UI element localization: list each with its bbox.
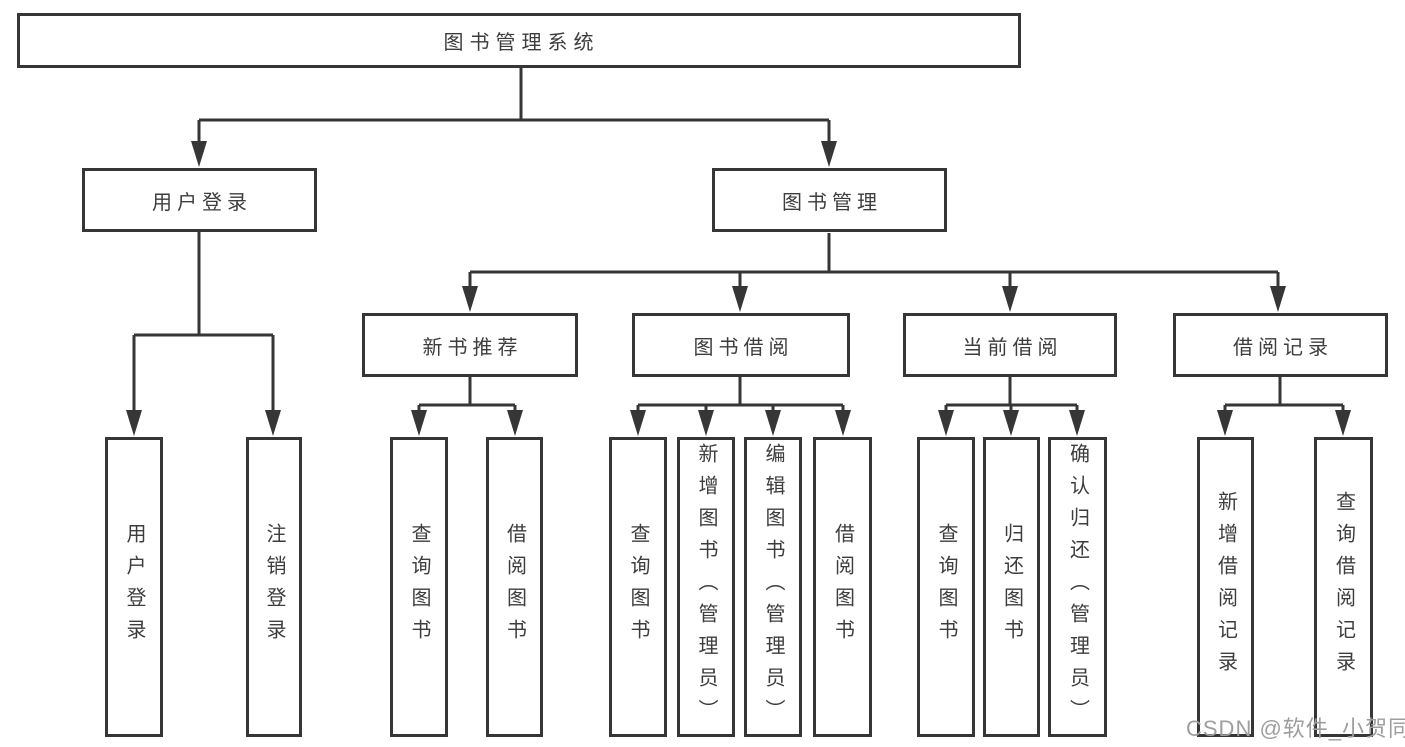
node-label: 新书推荐 [422, 336, 523, 359]
connector-userlogin-to-leaves [132, 232, 275, 414]
arrow-down-icon [462, 286, 478, 312]
node-current-borrowing: 当前借阅 [903, 313, 1117, 377]
leaf-query-books-2: 查询图书 [609, 437, 667, 737]
node-book-borrowing: 图书借阅 [632, 313, 850, 377]
connector-borrowing-to-leaves [636, 377, 845, 414]
node-label: 借阅记录 [1233, 336, 1333, 359]
node-borrowing-records: 借阅记录 [1173, 313, 1388, 377]
leaf-confirm-return-admin: 确认归还（管理员） [1048, 437, 1107, 737]
node-label: 图书管理系统 [443, 32, 600, 54]
node-label: 查询图书 [408, 523, 430, 651]
arrow-down-icon [507, 410, 523, 436]
connector-root-to-level2 [197, 68, 831, 145]
arrow-down-icon [1335, 410, 1351, 436]
arrow-down-icon [938, 410, 954, 436]
connector-newbook-to-leaves [417, 377, 517, 414]
leaf-query-books-3: 查询图书 [917, 437, 975, 737]
arrow-down-icon [411, 410, 427, 436]
arrow-down-icon [1003, 410, 1019, 436]
leaf-edit-books-admin: 编辑图书（管理员） [744, 437, 802, 737]
watermark: CSDN @软件_小贺同学 [1186, 716, 1405, 741]
arrow-down-icon [835, 410, 851, 436]
leaf-borrow-books-2: 借阅图书 [813, 437, 872, 737]
node-label: 查询图书 [935, 523, 957, 651]
leaf-query-books-1: 查询图书 [390, 437, 448, 737]
node-label: 用户登录 [123, 523, 145, 651]
node-label: 编辑图书（管理员） [762, 443, 784, 731]
node-label: 用户登录 [152, 191, 252, 214]
arrow-down-icon [1217, 410, 1233, 436]
node-label: 确认归还（管理员） [1066, 443, 1089, 731]
arrow-down-icon [732, 286, 748, 312]
arrow-down-icon [698, 410, 714, 436]
leaf-add-books-admin: 新增图书（管理员） [677, 437, 735, 737]
node-label: 新增图书（管理员） [695, 443, 717, 731]
node-label: 归还图书 [1000, 523, 1023, 651]
leaf-add-borrow-record: 新增借阅记录 [1197, 437, 1254, 737]
node-label: 注销登录 [263, 523, 285, 651]
connector-current-to-leaves [944, 377, 1079, 414]
leaf-logout: 注销登录 [246, 437, 302, 737]
node-label: 图书借阅 [693, 336, 794, 359]
node-label: 查询图书 [627, 523, 649, 651]
leaf-user-login: 用户登录 [105, 437, 163, 737]
arrow-down-icon [765, 410, 781, 436]
node-label: 当前借阅 [962, 336, 1063, 359]
node-label: 查询借阅记录 [1332, 491, 1355, 683]
connector-records-to-leaves [1223, 377, 1345, 414]
leaf-borrow-books-1: 借阅图书 [486, 437, 543, 737]
leaf-return-books: 归还图书 [983, 437, 1040, 737]
node-label: 图书管理 [782, 191, 882, 214]
arrow-down-icon [1002, 286, 1018, 312]
arrow-down-icon [1270, 286, 1286, 312]
node-library-management-system: 图书管理系统 [17, 13, 1021, 68]
arrow-down-icon [821, 141, 837, 167]
node-label: 新增借阅记录 [1214, 491, 1237, 683]
arrowheads [126, 141, 1351, 436]
connector-bookmgmt-to-level3 [468, 233, 1280, 290]
node-label: 借阅图书 [831, 523, 854, 651]
arrow-down-icon [126, 410, 142, 436]
leaf-query-borrow-record: 查询借阅记录 [1314, 437, 1373, 737]
arrow-down-icon [191, 141, 207, 167]
node-user-login: 用户登录 [82, 168, 317, 232]
arrow-down-icon [1069, 410, 1085, 436]
node-book-management: 图书管理 [712, 168, 947, 232]
arrow-down-icon [265, 410, 281, 436]
node-new-book-recommendation: 新书推荐 [362, 313, 578, 377]
arrow-down-icon [630, 410, 646, 436]
node-label: 借阅图书 [503, 523, 526, 651]
